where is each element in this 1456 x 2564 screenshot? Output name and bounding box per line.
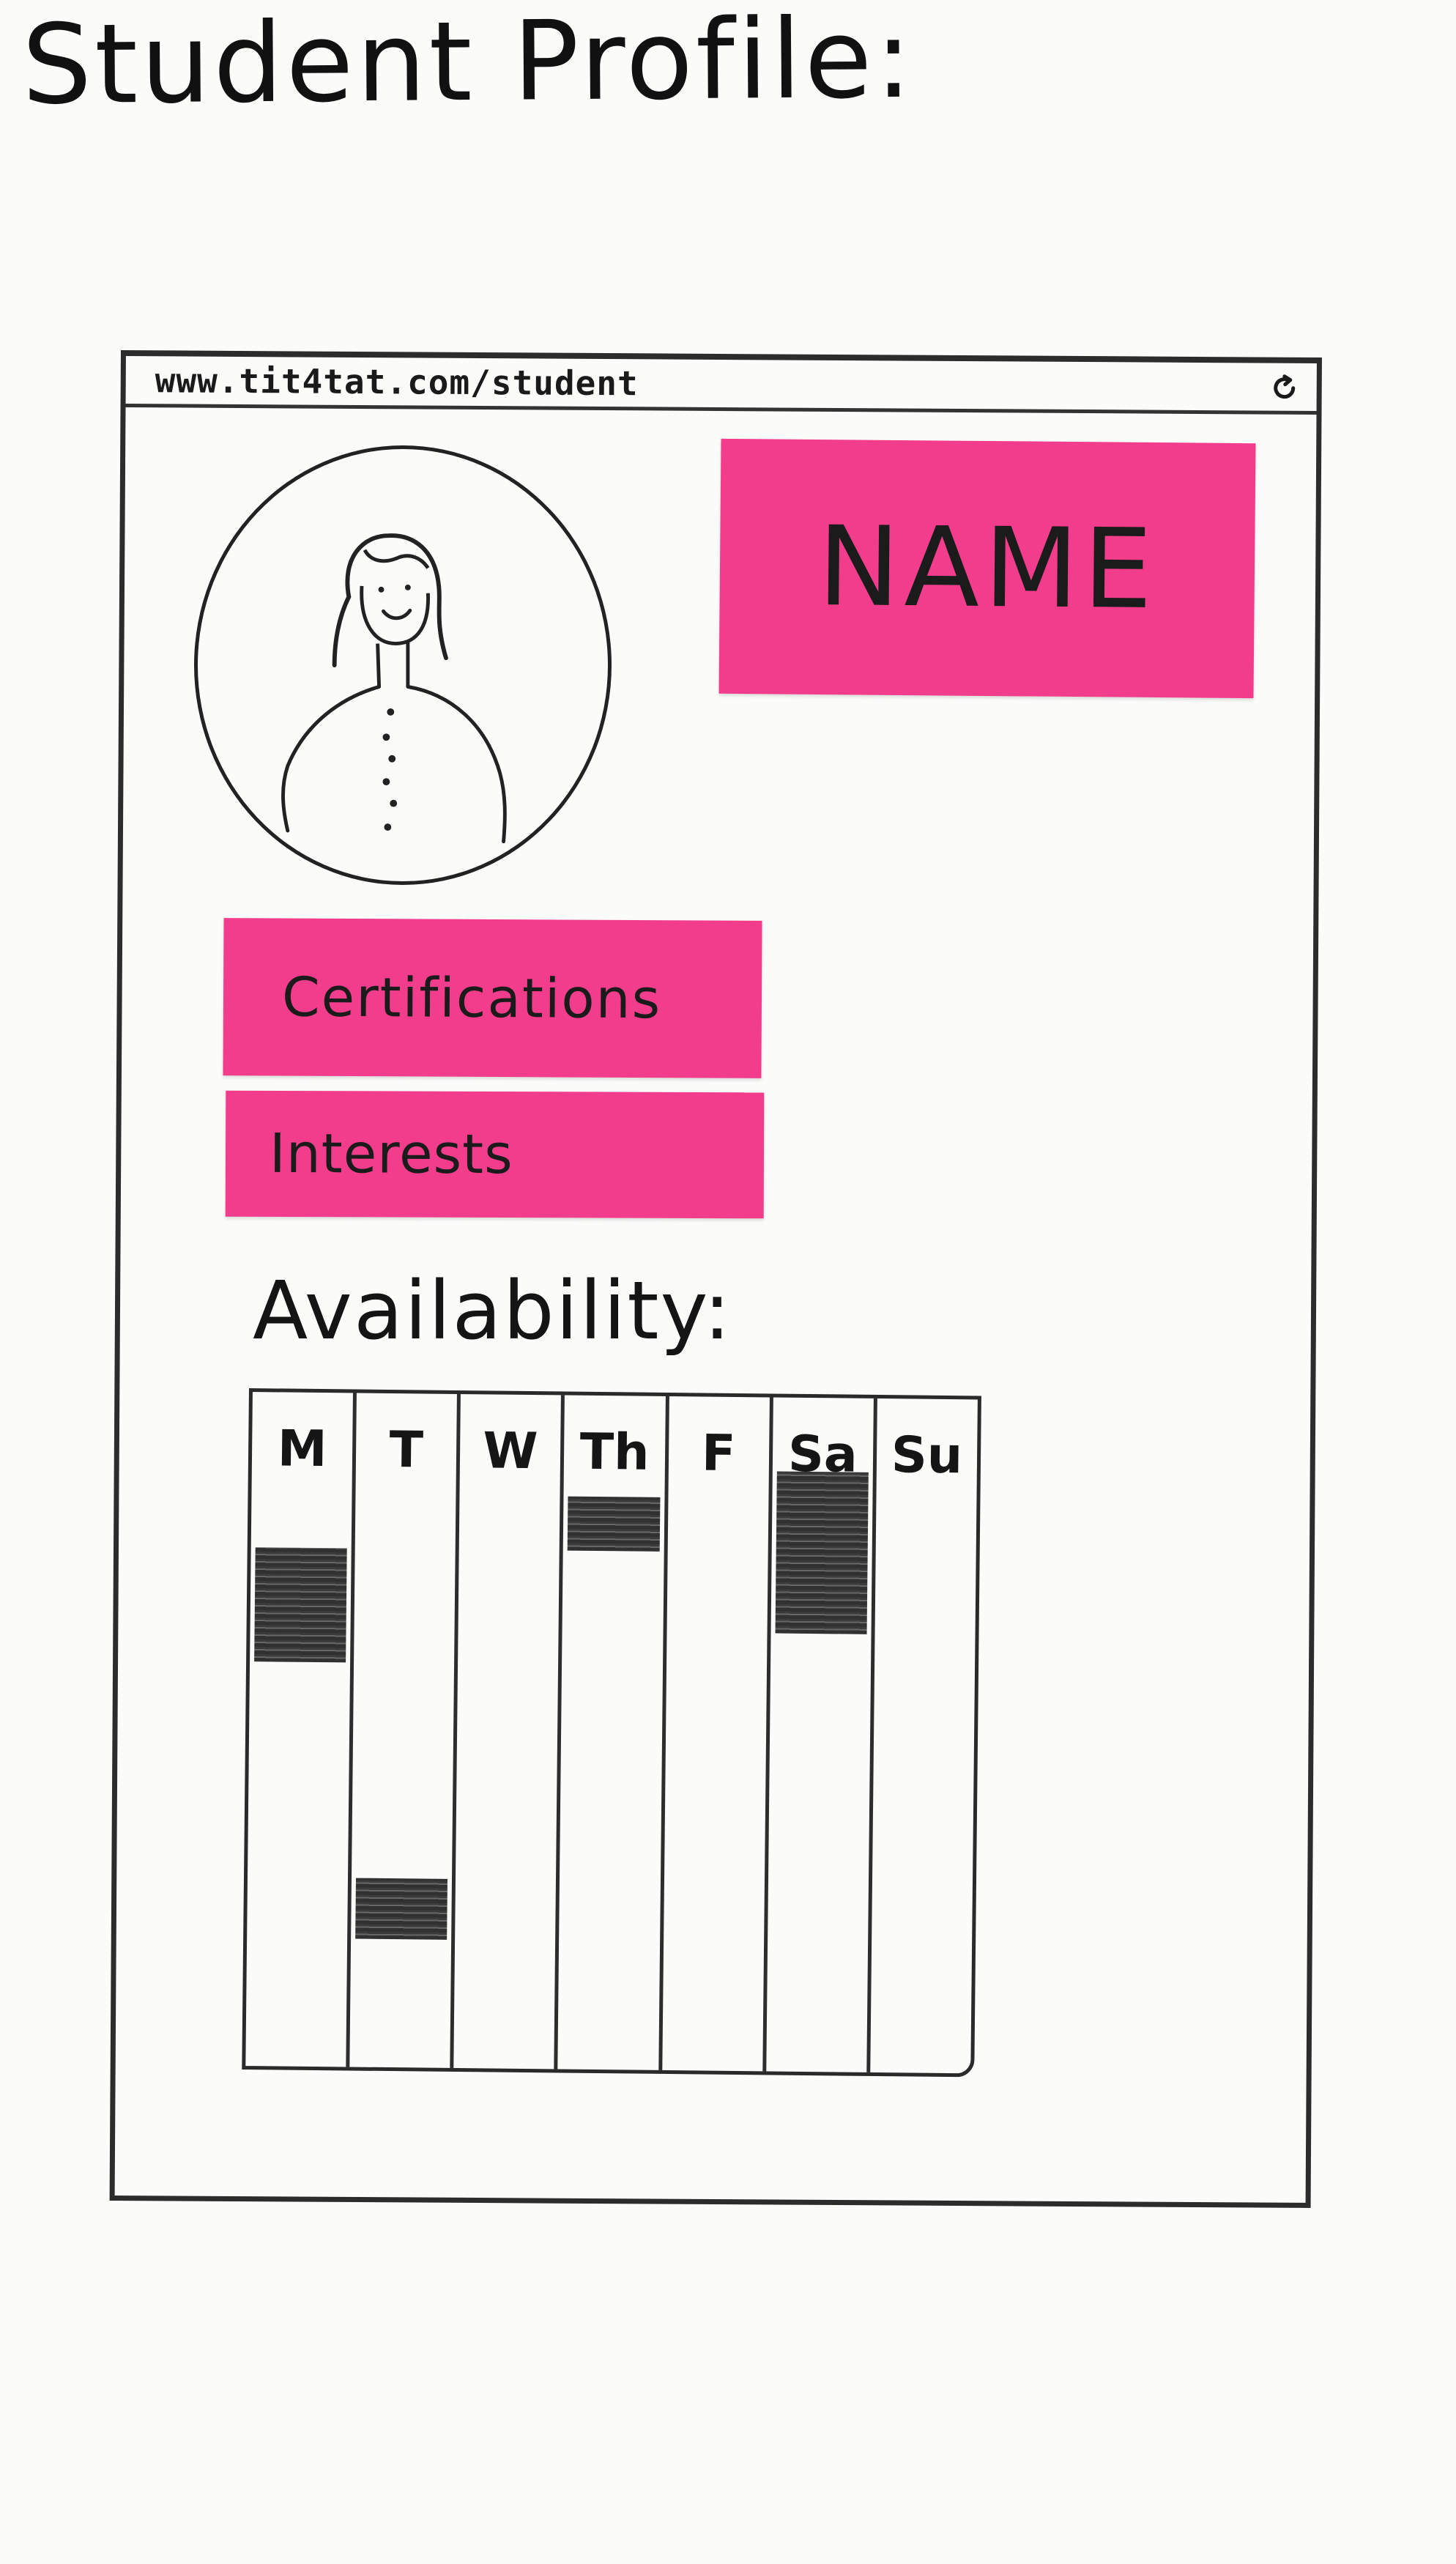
day-column-t[interactable]: T bbox=[349, 1393, 461, 2068]
person-drawing-icon bbox=[281, 533, 507, 844]
refresh-icon-glyph bbox=[1274, 374, 1296, 399]
day-label: M bbox=[277, 1420, 327, 1479]
day-column-th[interactable]: Th bbox=[557, 1395, 669, 2070]
day-column-m[interactable]: M bbox=[245, 1392, 357, 2067]
day-label: Th bbox=[579, 1423, 650, 1482]
day-label: W bbox=[483, 1422, 538, 1481]
availability-block[interactable] bbox=[355, 1878, 448, 1941]
url-text[interactable]: www.tit4tat.com/student bbox=[155, 360, 639, 404]
day-column-w[interactable]: W bbox=[453, 1394, 565, 2070]
interests-button[interactable]: Interests bbox=[225, 1090, 765, 1219]
availability-block[interactable] bbox=[568, 1496, 661, 1552]
avatar[interactable] bbox=[194, 445, 612, 885]
day-label: T bbox=[389, 1421, 424, 1480]
day-label: Su bbox=[891, 1426, 963, 1486]
address-bar[interactable]: www.tit4tat.com/student bbox=[125, 356, 1317, 415]
browser-window: www.tit4tat.com/student bbox=[109, 350, 1322, 2208]
refresh-icon[interactable] bbox=[1266, 369, 1304, 407]
availability-heading: Availability: bbox=[253, 1264, 732, 1357]
availability-block[interactable] bbox=[775, 1471, 869, 1634]
name-button[interactable]: NAME bbox=[718, 438, 1256, 699]
day-column-f[interactable]: F bbox=[661, 1396, 773, 2072]
page-title: Student Profile: bbox=[21, 0, 915, 130]
day-column-sa[interactable]: Sa bbox=[765, 1397, 877, 2072]
day-label: F bbox=[701, 1424, 736, 1483]
day-column-su[interactable]: Su bbox=[870, 1398, 978, 2073]
certifications-button[interactable]: Certifications bbox=[223, 918, 762, 1078]
availability-block[interactable] bbox=[254, 1546, 347, 1663]
